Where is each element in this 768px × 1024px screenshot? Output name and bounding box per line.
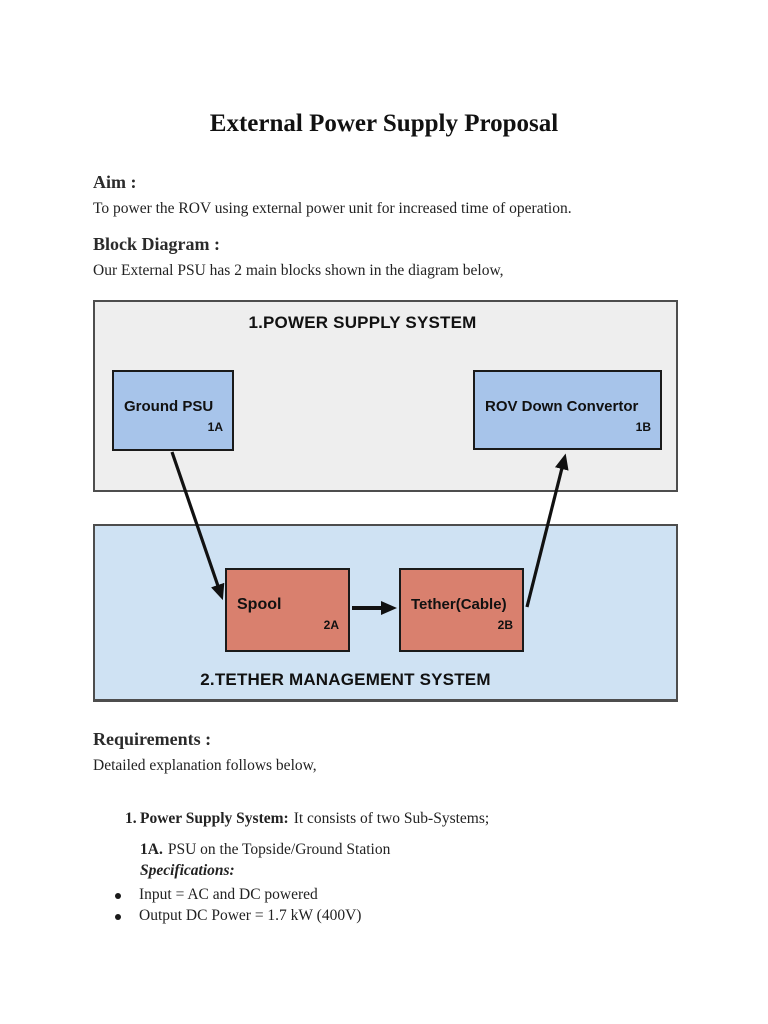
tether-management-system-box: 2.TETHER MANAGEMENT SYSTEM Spool 2A Teth… (93, 524, 678, 702)
block-label: ROV Down Convertor (485, 398, 639, 415)
block-tag: 1B (635, 420, 651, 434)
requirements-heading: Requirements : (93, 729, 212, 749)
block-label: Spool (237, 596, 282, 613)
power-supply-system-title: 1.POWER SUPPLY SYSTEM (248, 313, 477, 332)
block-label: Tether(Cable) (411, 596, 507, 613)
sub-item-text: 1A.PSU on the Topside/Ground Station (140, 841, 391, 858)
block-tag: 2A (323, 618, 339, 632)
block-ground-psu: Ground PSU 1A (112, 370, 234, 451)
document-title: External Power Supply Proposal (209, 110, 559, 137)
block-spool: Spool 2A (225, 568, 350, 652)
tether-management-system-title: 2.TETHER MANAGEMENT SYSTEM (200, 670, 491, 689)
block-tag: 1A (207, 420, 223, 434)
block-rov-down-convertor: ROV Down Convertor 1B (473, 370, 662, 450)
bullet-icon (115, 893, 121, 899)
bullet-icon (115, 914, 121, 920)
block-tether-cable: Tether(Cable) 2B (399, 568, 524, 652)
block-diagram-text: Our External PSU has 2 main blocks shown… (93, 262, 504, 279)
aim-heading: Aim : (93, 172, 137, 192)
list-item-text: Power Supply System:It consists of two S… (140, 810, 490, 827)
requirements-text: Detailed explanation follows below, (93, 757, 317, 774)
power-supply-system-box: 1.POWER SUPPLY SYSTEM Ground PSU 1A ROV … (93, 300, 678, 492)
block-label: Ground PSU (124, 398, 214, 415)
block-diagram-heading: Block Diagram : (93, 234, 220, 254)
bullet-text: Output DC Power = 1.7 kW (400V) (139, 907, 362, 924)
aim-text: To power the ROV using external power un… (93, 200, 572, 217)
list-item-number: 1. (125, 810, 137, 827)
block-tag: 2B (497, 618, 513, 632)
bullet-text: Input = AC and DC powered (139, 886, 318, 903)
